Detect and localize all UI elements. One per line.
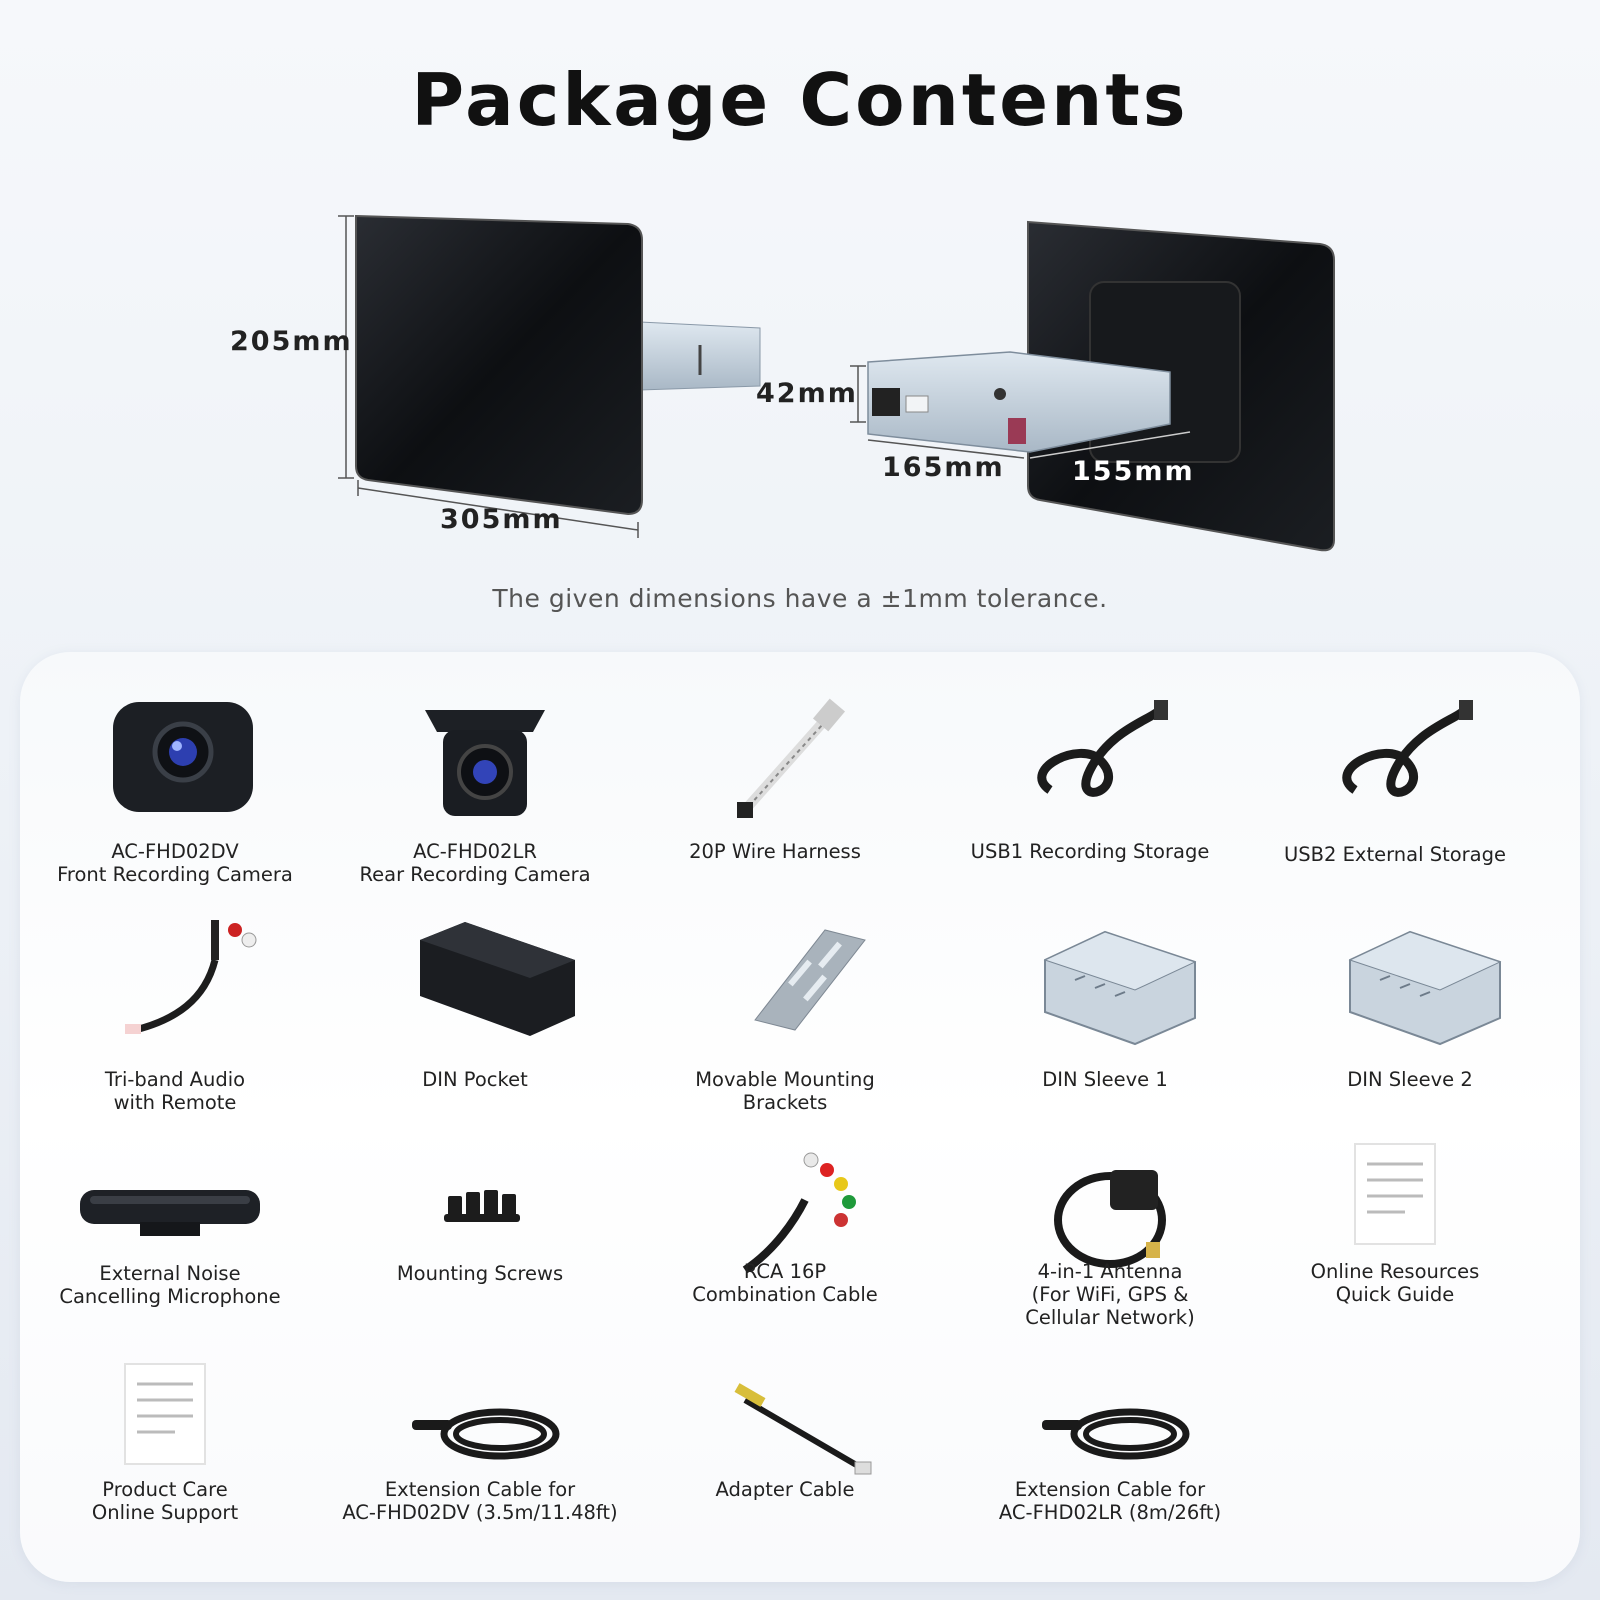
chassis-width-label: 165mm <box>882 452 1005 483</box>
package-item-label: USB2 External Storage <box>1283 843 1507 866</box>
package-item-label: Extension Cable for AC-FHD02DV (3.5m/11.… <box>342 1478 618 1524</box>
adapter-cable-icon <box>635 1350 935 1500</box>
extension-cable-icon <box>960 1350 1260 1500</box>
package-item-label: DIN Pocket <box>422 1068 528 1091</box>
rear-view-unit <box>850 220 1335 552</box>
dimension-diagram: 205mm 305mm 42mm 165mm 155mm <box>0 190 1600 590</box>
package-item-label: AC-FHD02DV Front Recording Camera <box>57 840 293 886</box>
audio-cable-icon <box>25 900 325 1050</box>
wire-harness-icon <box>625 680 925 830</box>
package-item-label: RCA 16P Combination Cable <box>692 1260 878 1306</box>
page-title: Package Contents <box>411 58 1189 142</box>
document-icon <box>15 1350 315 1500</box>
din-sleeve-icon <box>955 900 1255 1050</box>
width-dimension-label: 305mm <box>440 504 563 535</box>
package-item-label: Tri-band Audio with Remote <box>104 1068 246 1114</box>
package-item-label: Movable Mounting Brackets <box>695 1068 875 1114</box>
tolerance-note: The given dimensions have a ±1mm toleran… <box>492 584 1108 613</box>
package-item-label: External Noise Cancelling Microphone <box>59 1262 281 1308</box>
bracket-icon <box>635 900 935 1050</box>
usb-cable-icon <box>1245 680 1545 830</box>
package-item-label: Extension Cable for AC-FHD02LR (8m/26ft) <box>998 1478 1222 1524</box>
package-item-label: Online Resources Quick Guide <box>1310 1260 1480 1306</box>
package-item-label: 4-in-1 Antenna (For WiFi, GPS & Cellular… <box>1025 1260 1195 1329</box>
depth-dimension-label: 42mm <box>756 378 858 409</box>
package-item-label: Mounting Screws <box>396 1262 564 1285</box>
front-camera-icon <box>25 680 325 830</box>
din-pocket-icon <box>325 900 625 1050</box>
screws-icon <box>330 1130 630 1280</box>
height-dimension-label: 205mm <box>230 326 353 357</box>
extension-cable-icon <box>330 1350 630 1500</box>
document-icon <box>1245 1130 1545 1280</box>
package-item-label: AC-FHD02LR Rear Recording Camera <box>359 840 591 886</box>
package-item-label: 20P Wire Harness <box>689 840 861 863</box>
front-view-unit <box>338 214 761 538</box>
usb-cable-icon <box>940 680 1240 830</box>
microphone-icon <box>20 1130 320 1280</box>
antenna-icon <box>960 1130 1260 1280</box>
din-sleeve-icon <box>1260 900 1560 1050</box>
rear-camera-icon <box>325 680 625 830</box>
package-item-label: DIN Sleeve 2 <box>1347 1068 1473 1091</box>
head-unit-illustration <box>338 214 1335 552</box>
contents-panel <box>20 652 1580 1582</box>
package-item-label: Adapter Cable <box>715 1478 855 1501</box>
package-item-label: Product Care Online Support <box>91 1478 239 1524</box>
package-item-label: USB1 Recording Storage <box>970 840 1210 863</box>
package-item-label: DIN Sleeve 1 <box>1042 1068 1168 1091</box>
chassis-length-label: 155mm <box>1072 456 1195 487</box>
rca-cable-icon <box>635 1130 935 1280</box>
